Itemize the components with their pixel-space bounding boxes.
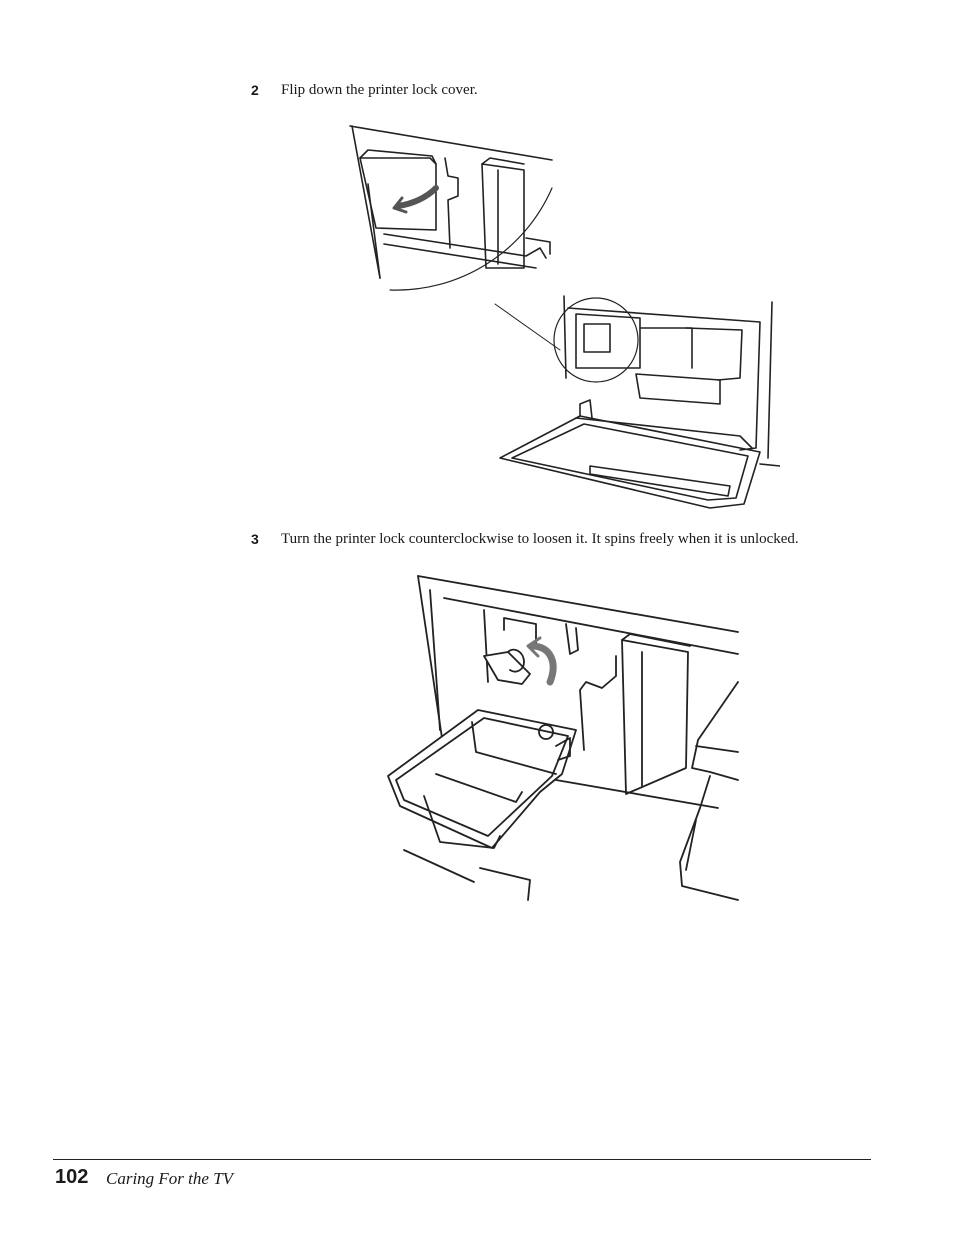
step-text: Flip down the printer lock cover.: [281, 82, 478, 98]
footer-rule: [53, 1159, 871, 1160]
page-number: 102: [55, 1166, 89, 1188]
step-number: 2: [251, 82, 259, 98]
step-text: Turn the printer lock counterclockwise t…: [281, 531, 799, 547]
section-title: Caring For the TV: [106, 1169, 234, 1188]
printer-lock-cover-illustration: [349, 125, 780, 509]
step-number: 3: [251, 531, 259, 547]
printer-lock-turn-illustration: [387, 575, 739, 901]
